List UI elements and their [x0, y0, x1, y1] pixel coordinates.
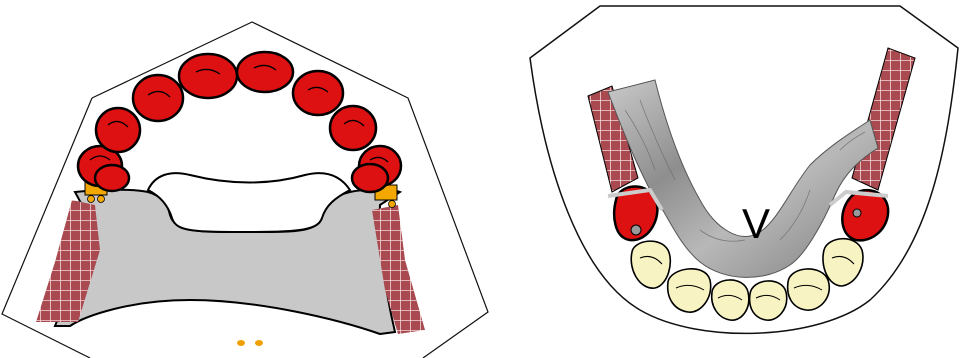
- natural-tooth-2: [668, 269, 711, 312]
- natural-tooth-1: [631, 241, 670, 288]
- natural-tooth-5: [788, 269, 830, 310]
- natural-tooth-3: [712, 280, 749, 320]
- crown-10: [95, 165, 129, 191]
- crown-6: [293, 71, 343, 115]
- upper-arch-panel: [2, 22, 488, 358]
- crown-9: [352, 164, 388, 192]
- lower-arch-panel: V: [530, 6, 958, 333]
- crown-4: [179, 54, 237, 98]
- abutment-left: [608, 186, 662, 240]
- crown-3: [133, 75, 183, 121]
- stone-dot-left: [237, 340, 245, 346]
- center-letter-v: V: [742, 200, 770, 247]
- abutment-right: [830, 190, 888, 240]
- crown-5: [237, 52, 293, 92]
- mesh-retention-right-lower: [852, 48, 915, 190]
- palatal-window: [148, 173, 350, 232]
- stone-dot-right: [255, 340, 263, 346]
- crown-2: [96, 108, 140, 152]
- crown-7: [330, 106, 376, 150]
- natural-tooth-6: [823, 239, 863, 286]
- crown-arch-upper: [78, 52, 401, 192]
- natural-tooth-4: [750, 281, 787, 320]
